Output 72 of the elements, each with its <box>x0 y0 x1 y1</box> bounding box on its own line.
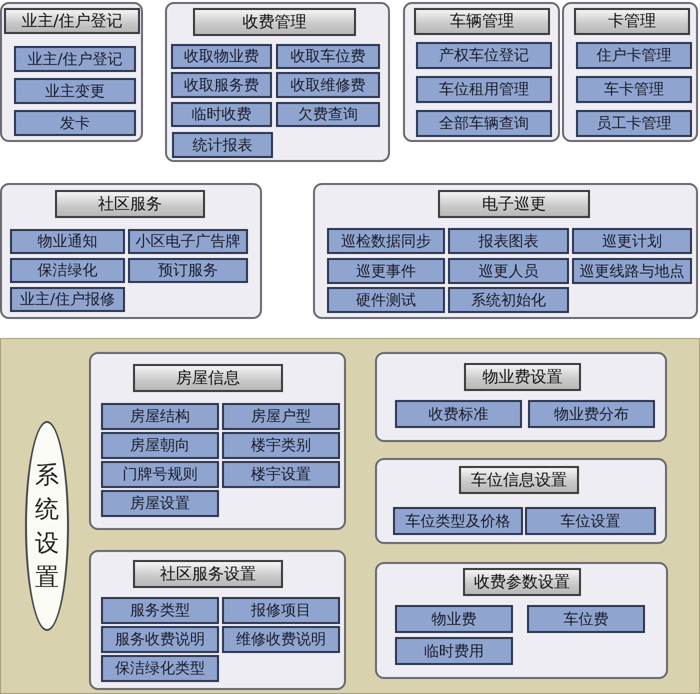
function-box: 临时费用 <box>395 637 513 665</box>
function-box: 巡更计划 <box>572 228 692 254</box>
module-panel <box>375 458 667 544</box>
function-box: 收费标准 <box>395 400 522 428</box>
function-box: 楼宇设置 <box>222 461 340 488</box>
panel-heading: 车位信息设置 <box>459 466 579 494</box>
module-panel <box>313 183 698 319</box>
panel-heading: 物业费设置 <box>464 363 581 391</box>
function-box: 报表图表 <box>448 228 569 254</box>
function-box: 收取物业费 <box>171 44 272 69</box>
panel-heading: 社区服务 <box>55 190 205 218</box>
category-oval: 系统设置 <box>25 421 69 631</box>
function-box: 房屋户型 <box>222 403 340 430</box>
panel-heading: 车辆管理 <box>414 8 550 35</box>
function-box: 楼宇类别 <box>222 432 340 459</box>
function-box: 欠费查询 <box>276 102 380 127</box>
function-box: 统计报表 <box>172 132 273 158</box>
function-box: 系统初始化 <box>448 287 569 313</box>
function-box: 收取车位费 <box>276 44 380 69</box>
function-box: 车卡管理 <box>576 76 692 103</box>
function-box: 维修收费说明 <box>222 626 340 653</box>
function-box: 预订服务 <box>128 258 248 283</box>
function-box: 巡更线路与地点 <box>572 258 692 284</box>
function-box: 全部车辆查询 <box>416 110 552 137</box>
function-box: 门牌号规则 <box>101 461 219 488</box>
function-box: 服务类型 <box>101 597 219 624</box>
panel-heading: 收费管理 <box>193 8 356 36</box>
module-panel <box>0 183 262 319</box>
function-box: 物业费 <box>395 605 513 633</box>
function-box: 保洁绿化 <box>10 258 125 283</box>
function-box: 车位设置 <box>525 507 656 535</box>
function-box: 报修项目 <box>222 597 340 624</box>
module-panel <box>89 352 346 530</box>
module-panel <box>562 2 698 142</box>
function-box: 收取维修费 <box>276 72 380 98</box>
function-box: 车位类型及价格 <box>393 507 523 535</box>
function-box: 保洁绿化类型 <box>101 655 219 682</box>
module-panel <box>375 352 667 442</box>
module-panel <box>165 2 390 162</box>
panel-heading: 电子巡更 <box>438 190 590 218</box>
module-panel <box>403 2 560 142</box>
module-panel <box>89 550 346 690</box>
function-box: 物业费分布 <box>528 400 655 428</box>
function-box: 业主变更 <box>14 78 136 104</box>
function-box: 住户卡管理 <box>576 42 692 69</box>
function-box: 硬件测试 <box>327 287 445 313</box>
function-box: 临时收费 <box>171 102 272 127</box>
module-panel <box>375 562 668 679</box>
function-box: 服务收费说明 <box>101 626 219 653</box>
function-box: 业主/住户登记 <box>14 46 136 72</box>
panel-heading: 卡管理 <box>574 8 690 35</box>
panel-heading: 业主/住户登记 <box>4 8 140 34</box>
panel-heading: 收费参数设置 <box>463 568 581 596</box>
function-box: 巡检数据同步 <box>327 228 445 254</box>
function-box: 物业通知 <box>10 229 125 254</box>
function-box: 业主/住户报修 <box>10 287 125 312</box>
function-box: 巡更事件 <box>327 258 445 284</box>
function-box: 车位费 <box>527 605 645 633</box>
function-box: 员工卡管理 <box>576 110 692 137</box>
function-box: 小区电子广告牌 <box>128 229 248 254</box>
function-box: 发卡 <box>14 110 136 136</box>
function-box: 收取服务费 <box>171 72 272 98</box>
function-box: 车位租用管理 <box>416 76 552 103</box>
function-box: 巡更人员 <box>448 258 569 284</box>
function-box: 房屋结构 <box>101 403 219 430</box>
function-box: 房屋设置 <box>101 490 219 517</box>
function-box: 产权车位登记 <box>416 42 552 69</box>
settings-area <box>0 338 700 694</box>
panel-heading: 社区服务设置 <box>133 560 283 588</box>
module-panel <box>0 2 143 142</box>
function-box: 房屋朝向 <box>101 432 219 459</box>
panel-heading: 房屋信息 <box>133 364 283 392</box>
